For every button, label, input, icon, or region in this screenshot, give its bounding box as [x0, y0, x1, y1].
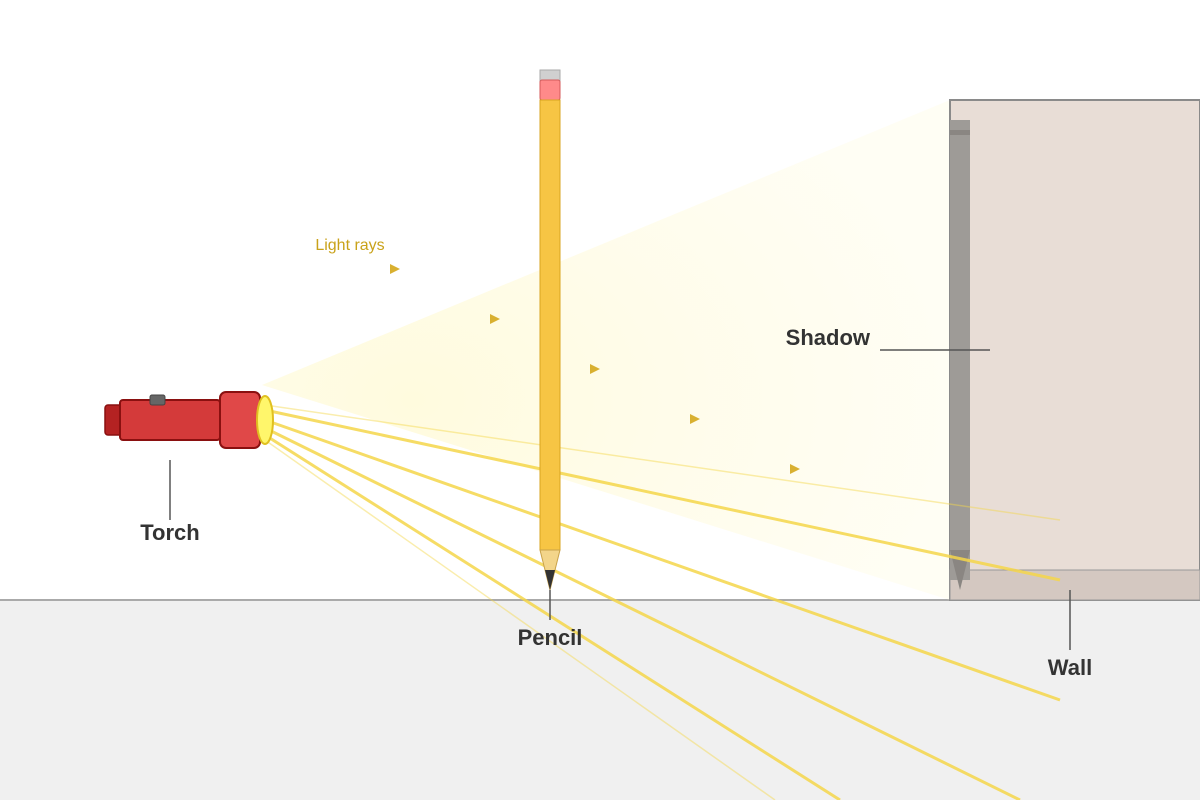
pencil-eraser [539, 79, 561, 101]
light-beam [262, 100, 950, 600]
arrow-icon [590, 364, 600, 374]
torch-head [219, 391, 261, 449]
light-ray [264, 404, 1061, 521]
torch-label: Torch [140, 520, 199, 545]
torch-switch [149, 394, 166, 406]
floor [0, 600, 1200, 800]
light-ray [264, 433, 841, 800]
wall [949, 99, 1200, 601]
wall-base [949, 569, 1200, 601]
pencil-body [539, 99, 561, 551]
light-ray [264, 418, 1061, 702]
arrow-icon [790, 464, 800, 474]
light-ray [264, 439, 776, 800]
torch-body [119, 399, 221, 441]
pencil-lead [545, 570, 555, 590]
shadow-label: Shadow [786, 325, 871, 350]
ray-arrows [390, 264, 800, 474]
light-rays-label: Light rays [315, 237, 384, 254]
torch-bulb [256, 395, 274, 445]
torch [104, 391, 274, 449]
light-ray [264, 426, 1021, 800]
light-ray [264, 408, 1061, 582]
pencil [539, 69, 561, 591]
pencil-label: Pencil [518, 625, 583, 650]
light-rays [264, 404, 1061, 800]
arrow-icon [690, 414, 700, 424]
pencil-shadow [950, 120, 970, 590]
arrow-icon [490, 314, 500, 324]
wall-label: Wall [1048, 655, 1092, 680]
arrow-icon [390, 264, 400, 274]
